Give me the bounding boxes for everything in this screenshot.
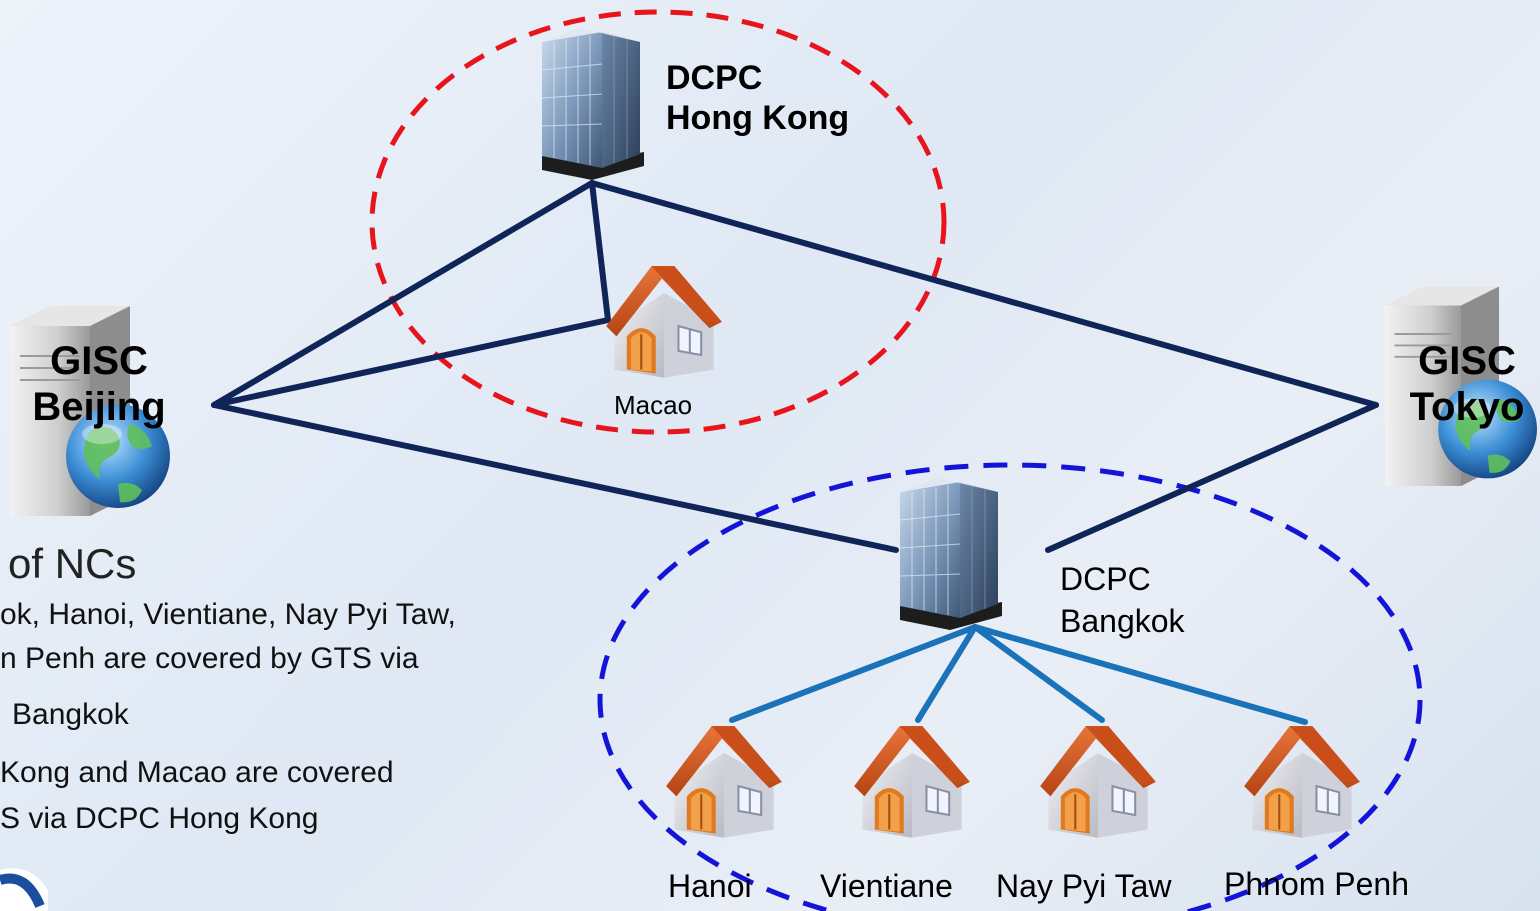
macao-label: Macao [614,390,693,420]
gisc-tokyo-line2: Tokyo [1409,385,1525,429]
paragraph2-line1: Kong and Macao are covered [0,756,394,789]
hanoi-house-icon [665,725,783,839]
link-bangkok-phnompenh [972,624,1308,725]
paragraph1-line2: n Penh are covered by GTS via [0,642,419,675]
vientiane-label: Vientiane [820,868,953,904]
ncs-heading: of NCs [8,540,137,587]
dcpc-bangkok-building-icon [899,477,1003,630]
vientiane-house-icon [853,725,971,839]
phnompenh-label: Phnom Penh [1224,866,1410,902]
naypyitaw-label: Nay Pyi Taw [996,868,1172,904]
phnompenh-house-icon [1243,725,1361,839]
dcpc-hongkong-line2: Hong Kong [666,99,850,137]
link-beijing-bangkok [211,402,899,553]
link-bangkok-naypyitaw [972,624,1105,723]
paragraph2-line2: S via DCPC Hong Kong [0,802,319,835]
hong-kong-region-outline [369,9,947,435]
link-hongkong-macao-beijing [211,180,612,408]
dcpc-hongkong-line1: DCPC [666,59,763,97]
dcpc-bangkok-label: DCPC Bangkok [1060,558,1185,642]
link-bangkok-tokyo [1045,402,1379,553]
link-hongkong-tokyo [589,180,1379,408]
gisc-tokyo-label: GISC Tokyo [1394,338,1540,430]
gisc-beijing-line1: GISC [50,339,148,383]
link-bangkok-hanoi [729,624,978,723]
dcpc-hongkong-building-icon [541,27,645,180]
paragraph1-line3: Bangkok [12,698,129,731]
link-bangkok-vientiane [915,624,978,723]
naypyitaw-house-icon [1039,725,1157,839]
dcpc-bangkok-line2: Bangkok [1060,603,1185,639]
dcpc-bangkok-line1: DCPC [1060,561,1151,597]
hanoi-label: Hanoi [668,868,752,904]
gisc-beijing-label: GISC Beijing [14,338,184,430]
gisc-beijing-line2: Beijing [32,385,166,429]
link-beijing-hongkong [211,180,595,408]
macao-house-icon [605,265,723,379]
paragraph1-line1: ok, Hanoi, Vientiane, Nay Pyi Taw, [0,598,456,631]
bangkok-region-outline [597,462,1423,911]
logo-arc [0,873,45,909]
dcpc-hongkong-label: DCPC Hong Kong [666,58,849,138]
gisc-tokyo-line1: GISC [1418,339,1516,383]
